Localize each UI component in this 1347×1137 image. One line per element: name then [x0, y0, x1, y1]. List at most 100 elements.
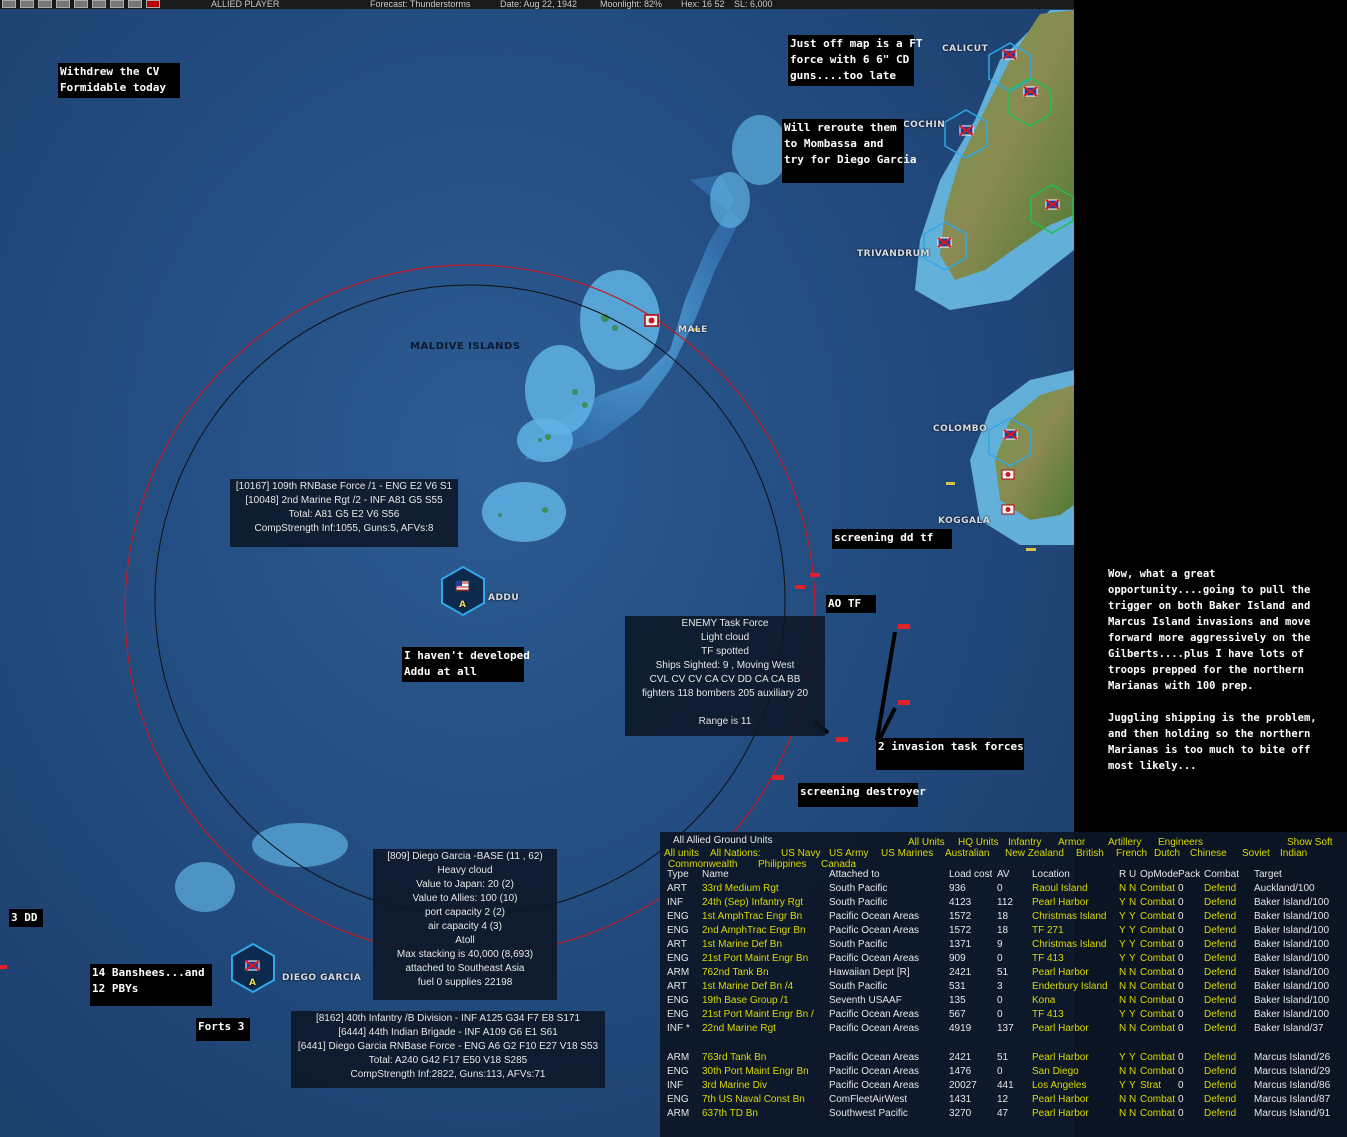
show-soft-toggle[interactable]: Show Soft: [1287, 837, 1333, 848]
filter-engineers[interactable]: Engineers: [1158, 837, 1204, 848]
addu-units-box: [10167] 109th RNBase Force /1 - ENG E2 V…: [230, 479, 458, 547]
unit-cell-target: Baker Island/100: [1254, 967, 1330, 978]
filter-commonwealth[interactable]: Commonwealth: [668, 859, 738, 870]
col-u[interactable]: U: [1129, 869, 1137, 880]
unit-cell-load-cost: 4919: [949, 1023, 972, 1034]
unit-cell-name: 3rd Marine Div: [702, 1080, 768, 1091]
filter-canada[interactable]: Canada: [821, 859, 857, 870]
unit-cell-type: ENG: [667, 953, 689, 964]
col-opmode[interactable]: OpMode: [1140, 869, 1179, 880]
unit-cell-type: ENG: [667, 1066, 689, 1077]
toolbar-button-icon[interactable]: [110, 0, 124, 8]
city-colombo[interactable]: COLOMBO: [933, 424, 988, 434]
col-pack[interactable]: Pack: [1178, 869, 1201, 880]
toolbar-button-icon[interactable]: [128, 0, 142, 8]
col-r[interactable]: R: [1119, 869, 1127, 880]
filter-artillery[interactable]: Artillery: [1108, 837, 1142, 848]
note-addu: I haven't developed Addu at all: [402, 647, 530, 682]
toolbar-button-icon[interactable]: [2, 0, 16, 8]
unit-cell-r: Y: [1119, 939, 1126, 950]
filter-all-nations[interactable]: All Nations:: [710, 848, 761, 859]
units-table-header: Type Name Attached to Load cost AV Locat…: [660, 868, 1347, 882]
toolbar-button-icon[interactable]: [20, 0, 34, 8]
filter-dutch[interactable]: Dutch: [1154, 848, 1181, 859]
unit-cell-av: 3: [997, 981, 1003, 992]
filter-french[interactable]: French: [1116, 848, 1148, 859]
unit-cell-opmode: Combat: [1140, 1066, 1176, 1077]
filter-us-marines[interactable]: US Marines: [881, 848, 934, 859]
unit-cell-av: 0: [997, 1066, 1003, 1077]
col-target[interactable]: Target: [1254, 869, 1282, 880]
filter-new-zealand[interactable]: New Zealand: [1005, 848, 1064, 859]
city-calicut[interactable]: CALICUT: [942, 44, 989, 54]
city-cochin[interactable]: COCHIN: [903, 120, 946, 130]
unit-cell-combat: Defend: [1204, 1009, 1237, 1020]
filter-all-units[interactable]: All Units: [908, 837, 945, 848]
city-diego-garcia[interactable]: DIEGO GARCIA: [282, 973, 362, 983]
end-turn-icon[interactable]: [146, 0, 160, 8]
filter-british[interactable]: British: [1076, 848, 1104, 859]
col-av[interactable]: AV: [997, 869, 1010, 880]
toolbar-button-icon[interactable]: [56, 0, 70, 8]
unit-cell-r: N: [1119, 967, 1127, 978]
filter-australian[interactable]: Australian: [945, 848, 990, 859]
col-type[interactable]: Type: [667, 869, 689, 880]
note-forts: Forts 3: [196, 1018, 250, 1041]
city-male[interactable]: MALE: [678, 325, 708, 335]
filter-armor[interactable]: Armor: [1058, 837, 1086, 848]
col-load-cost[interactable]: Load cost: [949, 869, 993, 880]
unit-cell-pack: 0: [1178, 1108, 1184, 1119]
col-location[interactable]: Location: [1032, 869, 1070, 880]
unit-cell-opmode: Combat: [1140, 967, 1176, 978]
col-name[interactable]: Name: [702, 869, 729, 880]
unit-cell-target: Baker Island/100: [1254, 981, 1330, 992]
city-addu[interactable]: ADDU: [488, 593, 520, 603]
unit-cell-r: N: [1119, 1094, 1127, 1105]
filter-philippines[interactable]: Philippines: [758, 859, 807, 870]
filter-infantry[interactable]: Infantry: [1008, 837, 1042, 848]
unit-cell-pack: 0: [1178, 1094, 1184, 1105]
filter-hq-units[interactable]: HQ Units: [958, 837, 999, 848]
filter-us-army[interactable]: US Army: [829, 848, 869, 859]
unit-cell-opmode: Combat: [1140, 953, 1176, 964]
map-view[interactable]: MALDIVE ISLANDS CALICUT COCHIN TRIVANDRU…: [0, 9, 1074, 1137]
unit-cell-av: 0: [997, 995, 1003, 1006]
filter-soviet[interactable]: Soviet: [1242, 848, 1270, 859]
col-combat[interactable]: Combat: [1204, 869, 1240, 880]
filter-us-navy[interactable]: US Navy: [781, 848, 821, 859]
enemy-line: ENEMY Task Force: [681, 618, 769, 629]
unit-cell-av: 0: [997, 953, 1003, 964]
city-trivandrum[interactable]: TRIVANDRUM: [857, 249, 930, 259]
col-attached[interactable]: Attached to: [829, 869, 880, 880]
note-ao-tf: AO TF: [826, 595, 876, 613]
unit-cell-target: Baker Island/37: [1254, 1023, 1324, 1034]
city-koggala[interactable]: KOGGALA: [938, 516, 991, 526]
filter-chinese[interactable]: Chinese: [1190, 848, 1227, 859]
ceylon-land: [995, 385, 1074, 520]
toolbar-button-icon[interactable]: [74, 0, 88, 8]
toolbar-button-icon[interactable]: [38, 0, 52, 8]
toolbar-button-icon[interactable]: [92, 0, 106, 8]
filter-indian[interactable]: Indian: [1280, 848, 1308, 859]
unit-cell-name: 33rd Medium Rgt: [702, 883, 779, 894]
unit-cell-location: Pearl Harbor: [1032, 1108, 1089, 1119]
unit-cell-attached: Hawaiian Dept [R]: [829, 967, 910, 978]
unit-cell-load-cost: 4123: [949, 897, 972, 908]
filter-all-nations-units[interactable]: All units: [664, 848, 700, 859]
